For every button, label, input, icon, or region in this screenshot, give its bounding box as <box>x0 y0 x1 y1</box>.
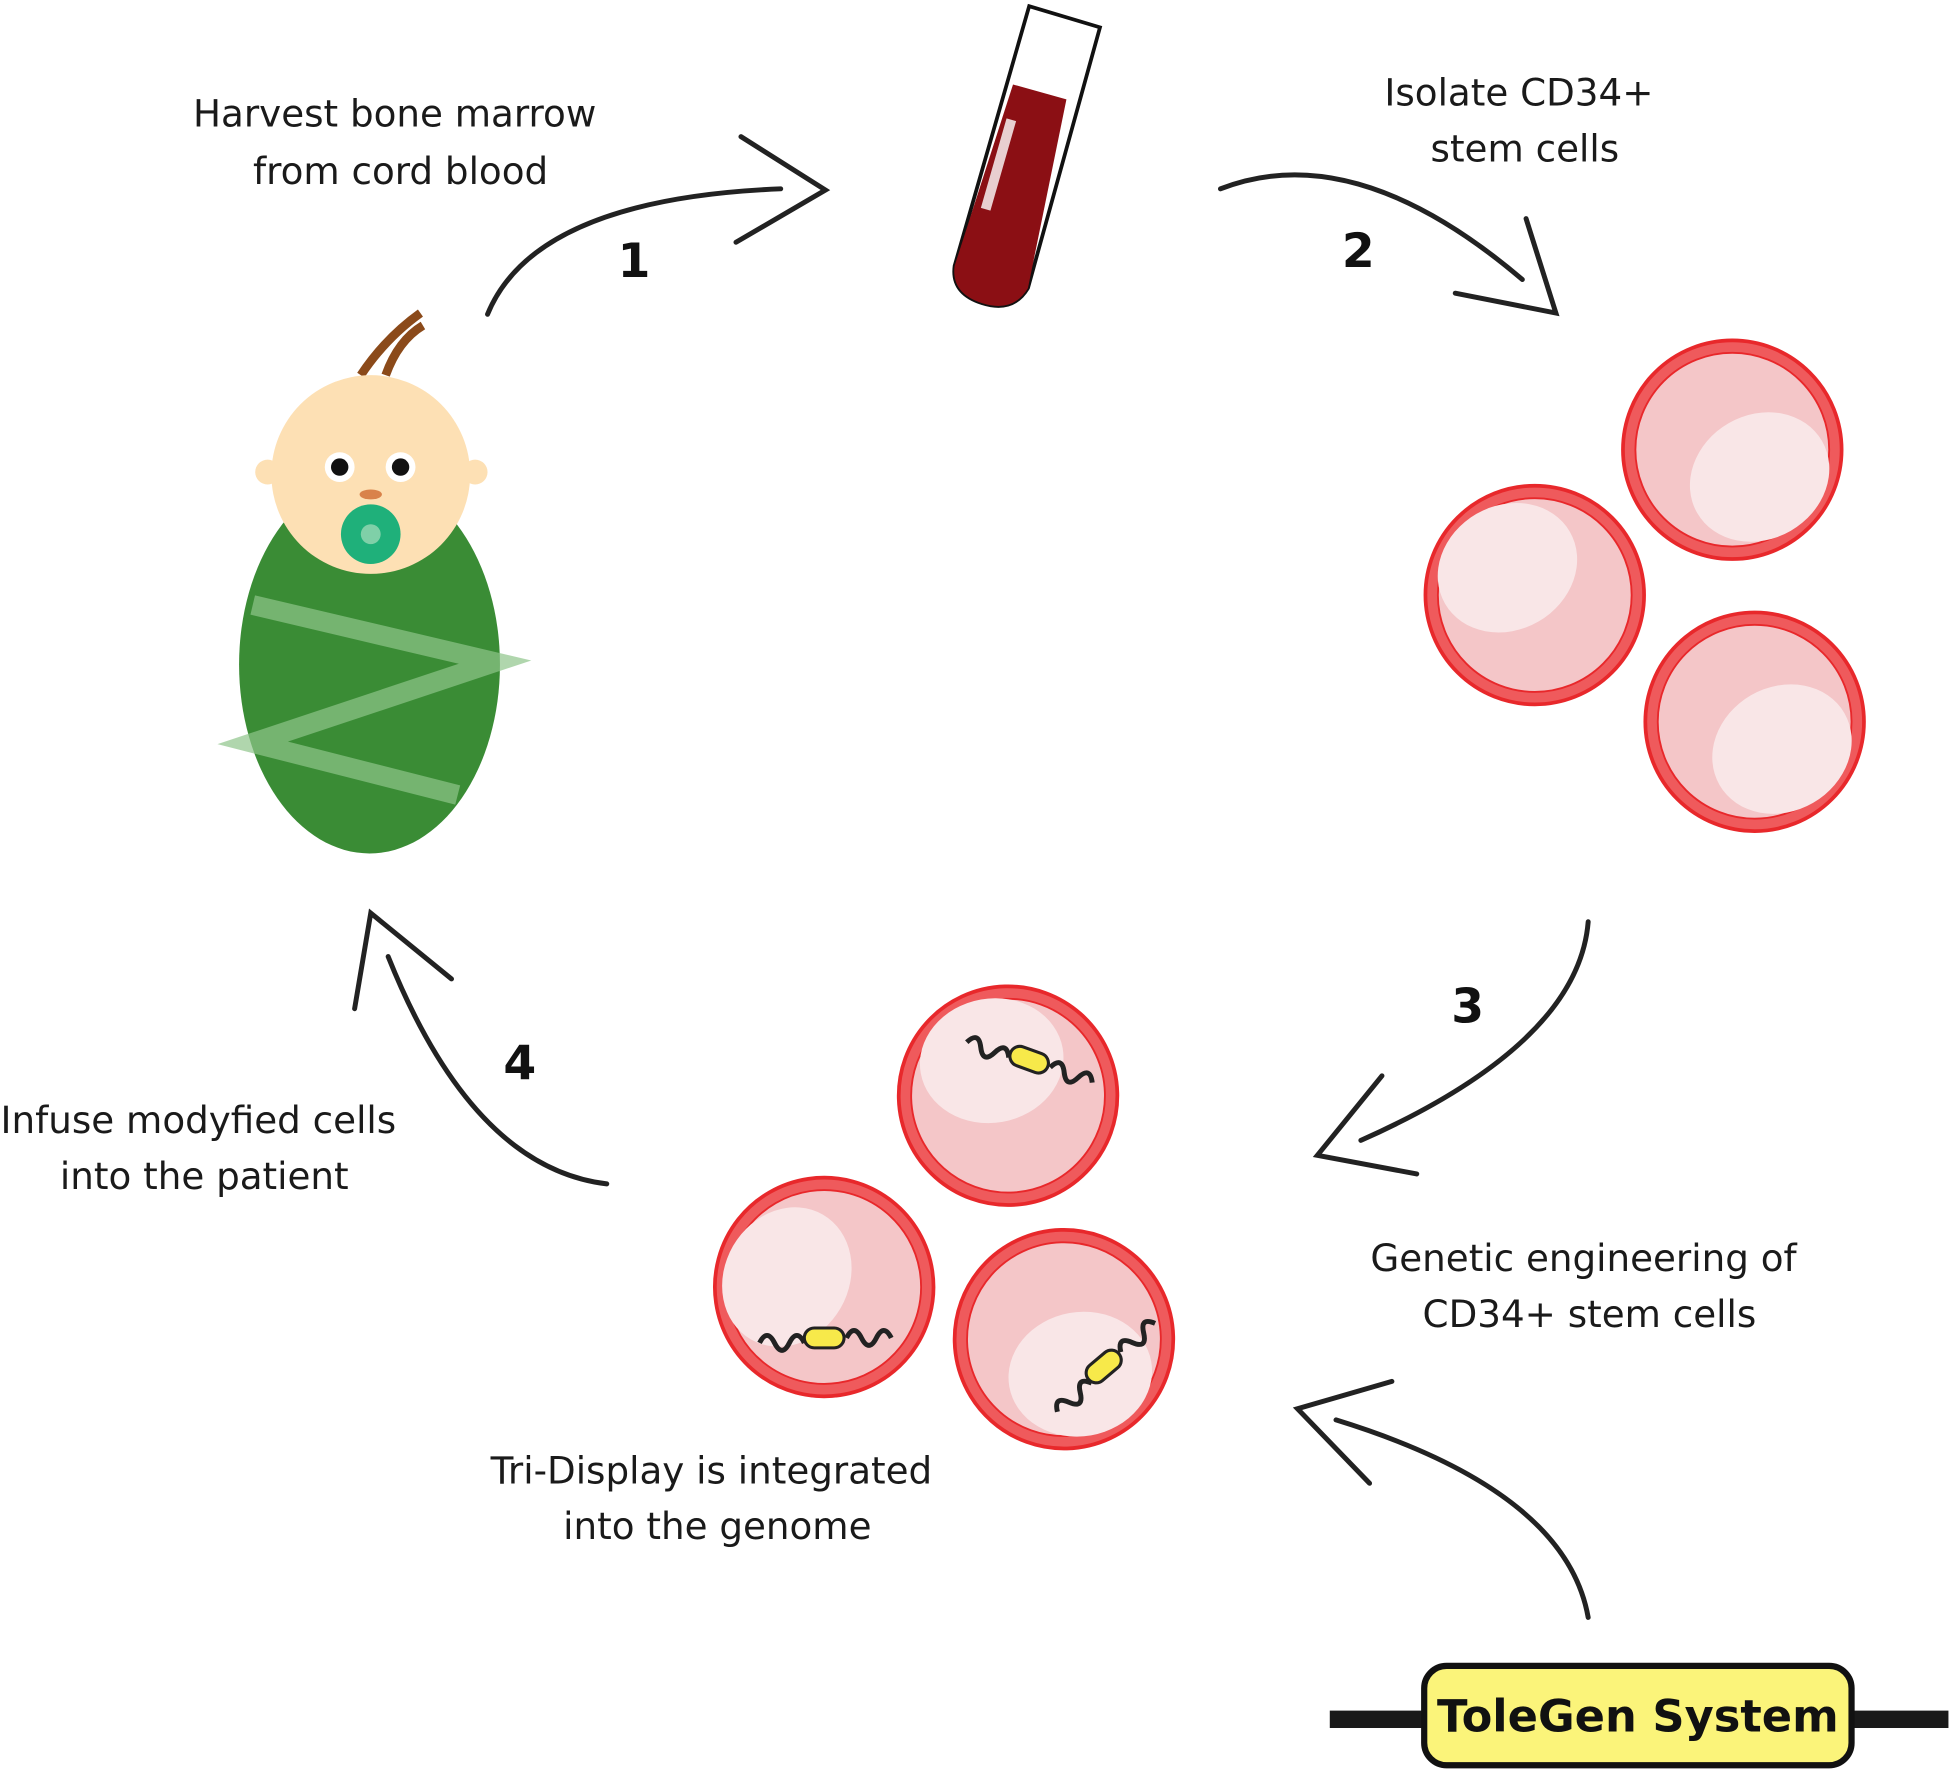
step-3-label: Genetic engineering of CD34+ stem cells <box>1370 1236 1808 1336</box>
stem-cells-group <box>1412 338 1878 841</box>
baby-illustration <box>217 309 532 854</box>
step-number-3: 3 <box>1451 979 1484 1034</box>
tolegen-system-label: ToleGen System <box>1437 1690 1839 1743</box>
tolegen-system-construct: ToleGen System <box>1329 1662 1949 1769</box>
step-number-2: 2 <box>1342 224 1375 279</box>
arrow-step-4 <box>352 908 610 1187</box>
step-number-4: 4 <box>503 1037 536 1092</box>
step-2-label: Isolate CD34+ stem cells <box>1384 71 1665 171</box>
arrow-step-3 <box>1312 919 1591 1177</box>
step-number-1: 1 <box>618 234 651 289</box>
arrow-step-2 <box>1217 172 1560 317</box>
modified-cells-group <box>659 942 1217 1493</box>
arrow-tolegen <box>1292 1378 1591 1620</box>
blood-tube-illustration <box>952 3 1103 308</box>
step-4-label: Infuse modyfied cells into the patient <box>1 1098 408 1198</box>
arrow-step-1 <box>485 134 831 317</box>
step-1-label: Harvest bone marrow from cord blood <box>193 92 608 193</box>
integration-label: Tri-Display is integrated into the genom… <box>490 1448 944 1548</box>
